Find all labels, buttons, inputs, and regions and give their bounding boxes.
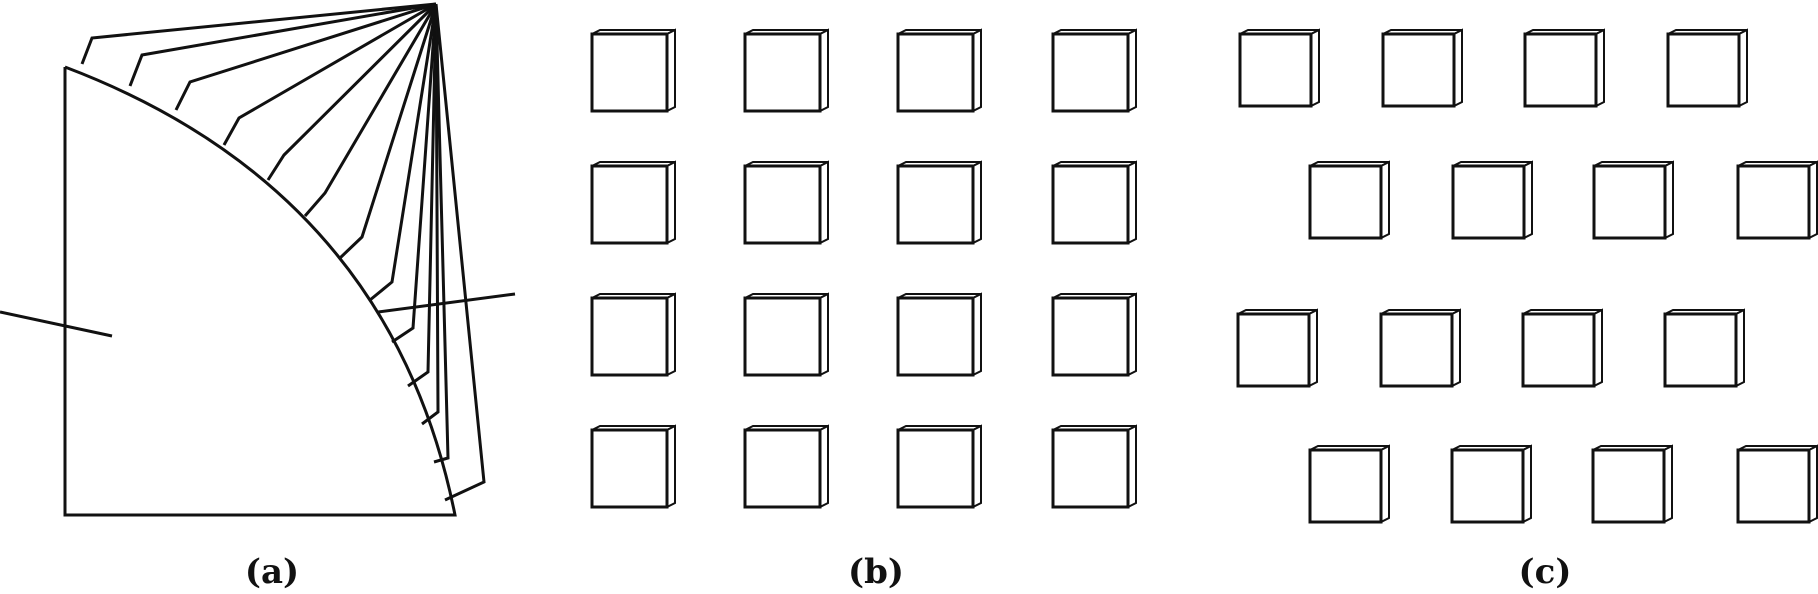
block bbox=[1379, 308, 1461, 388]
block bbox=[1450, 444, 1532, 524]
sector-outline bbox=[63, 65, 457, 517]
caption-a: (a) bbox=[245, 552, 299, 592]
block-face bbox=[1592, 164, 1667, 240]
caption-b: (b) bbox=[848, 552, 904, 592]
right-marker-line bbox=[377, 292, 516, 314]
block bbox=[1666, 28, 1748, 108]
block-face bbox=[743, 164, 822, 245]
block-face bbox=[743, 32, 822, 113]
block bbox=[1592, 160, 1674, 240]
block bbox=[1451, 160, 1533, 240]
block bbox=[1051, 292, 1137, 377]
block bbox=[743, 28, 829, 113]
block-face bbox=[1381, 32, 1456, 108]
fan-line bbox=[433, 3, 450, 464]
block-face bbox=[1521, 312, 1596, 388]
block-face bbox=[1450, 448, 1525, 524]
block bbox=[590, 424, 676, 509]
block bbox=[1051, 28, 1137, 113]
block-face bbox=[1308, 164, 1383, 240]
block-face bbox=[1051, 164, 1130, 245]
fan-line bbox=[303, 3, 438, 217]
panel-a bbox=[0, 2, 516, 517]
block bbox=[590, 160, 676, 245]
block-face bbox=[1591, 448, 1666, 524]
fan-line bbox=[80, 2, 437, 65]
block-face bbox=[590, 32, 669, 113]
panel-c bbox=[1236, 28, 1818, 524]
block-face bbox=[1308, 448, 1383, 524]
block bbox=[1238, 28, 1320, 108]
block bbox=[896, 424, 982, 509]
block-face bbox=[1523, 32, 1598, 108]
block-face bbox=[1051, 428, 1130, 509]
block-face bbox=[896, 296, 975, 377]
block-face bbox=[1736, 448, 1811, 524]
fan-line bbox=[421, 3, 440, 426]
block bbox=[743, 160, 829, 245]
block-face bbox=[743, 428, 822, 509]
block-face bbox=[896, 428, 975, 509]
block-face bbox=[1451, 164, 1526, 240]
block bbox=[896, 292, 982, 377]
block-face bbox=[1051, 32, 1130, 113]
block-face bbox=[896, 164, 975, 245]
block bbox=[1236, 308, 1318, 388]
block bbox=[1051, 424, 1137, 509]
block bbox=[1051, 160, 1137, 245]
block-face bbox=[1236, 312, 1311, 388]
block bbox=[1308, 444, 1390, 524]
block bbox=[590, 292, 676, 377]
block bbox=[1591, 444, 1673, 524]
block-face bbox=[590, 296, 669, 377]
block-face bbox=[590, 428, 669, 509]
block bbox=[1308, 160, 1390, 240]
block bbox=[1381, 28, 1463, 108]
fan-line bbox=[266, 2, 438, 181]
left-marker-line bbox=[0, 310, 113, 338]
block bbox=[1736, 444, 1818, 524]
block bbox=[590, 28, 676, 113]
block-face bbox=[1736, 164, 1811, 240]
block bbox=[1736, 160, 1818, 240]
block-face bbox=[1379, 312, 1454, 388]
block-face bbox=[743, 296, 822, 377]
block-face bbox=[1666, 32, 1741, 108]
block bbox=[743, 292, 829, 377]
block-face bbox=[1663, 312, 1738, 388]
block bbox=[1521, 308, 1603, 388]
block-face bbox=[896, 32, 975, 113]
block-face bbox=[1238, 32, 1313, 108]
fan-line bbox=[128, 2, 437, 87]
block bbox=[1663, 308, 1745, 388]
fan-line bbox=[174, 2, 437, 111]
fan-line bbox=[369, 3, 438, 302]
fan-line bbox=[434, 3, 486, 502]
fan-line bbox=[222, 2, 437, 146]
fan-line bbox=[338, 3, 438, 260]
block bbox=[896, 160, 982, 245]
block-face bbox=[590, 164, 669, 245]
fan-line bbox=[391, 3, 438, 344]
block-face bbox=[1051, 296, 1130, 377]
block bbox=[1523, 28, 1605, 108]
block bbox=[743, 424, 829, 509]
panel-b bbox=[590, 28, 1137, 509]
fan-line bbox=[407, 3, 438, 388]
block bbox=[896, 28, 982, 113]
caption-c: (c) bbox=[1519, 552, 1572, 592]
